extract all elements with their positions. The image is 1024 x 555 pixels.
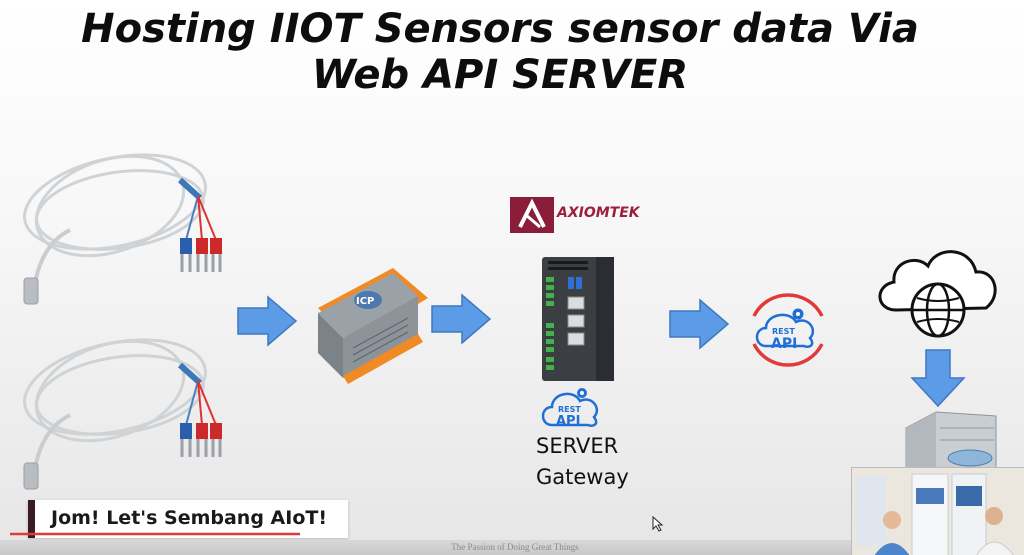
presenter-video-pip[interactable]	[851, 467, 1024, 555]
slide-title: Hosting IIOT Sensors sensor data Via Web…	[0, 6, 1000, 98]
slide-title-line1: Hosting IIOT Sensors sensor data Via	[81, 6, 919, 52]
mouse-cursor-icon	[652, 516, 664, 532]
banner-underline	[10, 532, 300, 536]
rest-api-badge-gateway: REST API	[541, 388, 599, 429]
server-label: SERVER	[536, 434, 619, 458]
server-storage-icon	[905, 411, 997, 470]
cloud-globe-icon	[878, 250, 997, 338]
show-banner: Jom! Let's Sembang AIoT!	[28, 500, 348, 538]
flow-arrow-down	[910, 349, 966, 408]
temperature-sensor-probe-2	[23, 338, 222, 490]
presenter-video-frame	[852, 468, 1024, 555]
flow-arrow-1	[237, 295, 298, 347]
rest-label-cloud: REST	[772, 327, 795, 336]
temperature-sensor-probe-1	[23, 153, 222, 305]
industrial-gateway-device	[542, 257, 614, 381]
gateway-label: Gateway	[536, 465, 629, 489]
footer-tagline: The Passion of Doing Great Things	[451, 542, 579, 552]
icp-das-io-module: ICP	[318, 268, 428, 384]
bottom-strip	[0, 540, 1024, 555]
slide-title-line2: Web API SERVER	[311, 52, 689, 98]
rest-label-gateway: REST	[558, 405, 581, 414]
axiomtek-brand: AXIOMTEK	[557, 205, 640, 221]
api-label-cloud: API	[771, 336, 797, 352]
rest-api-badge-cloud: REST API	[752, 293, 824, 367]
axiomtek-logo-icon	[510, 197, 554, 233]
flow-arrow-3	[669, 298, 730, 350]
flow-arrow-2	[431, 293, 492, 345]
api-label-gateway: API	[556, 414, 580, 429]
banner-text: Jom! Let's Sembang AIoT!	[51, 507, 328, 529]
svg-text:ICP: ICP	[356, 296, 374, 307]
